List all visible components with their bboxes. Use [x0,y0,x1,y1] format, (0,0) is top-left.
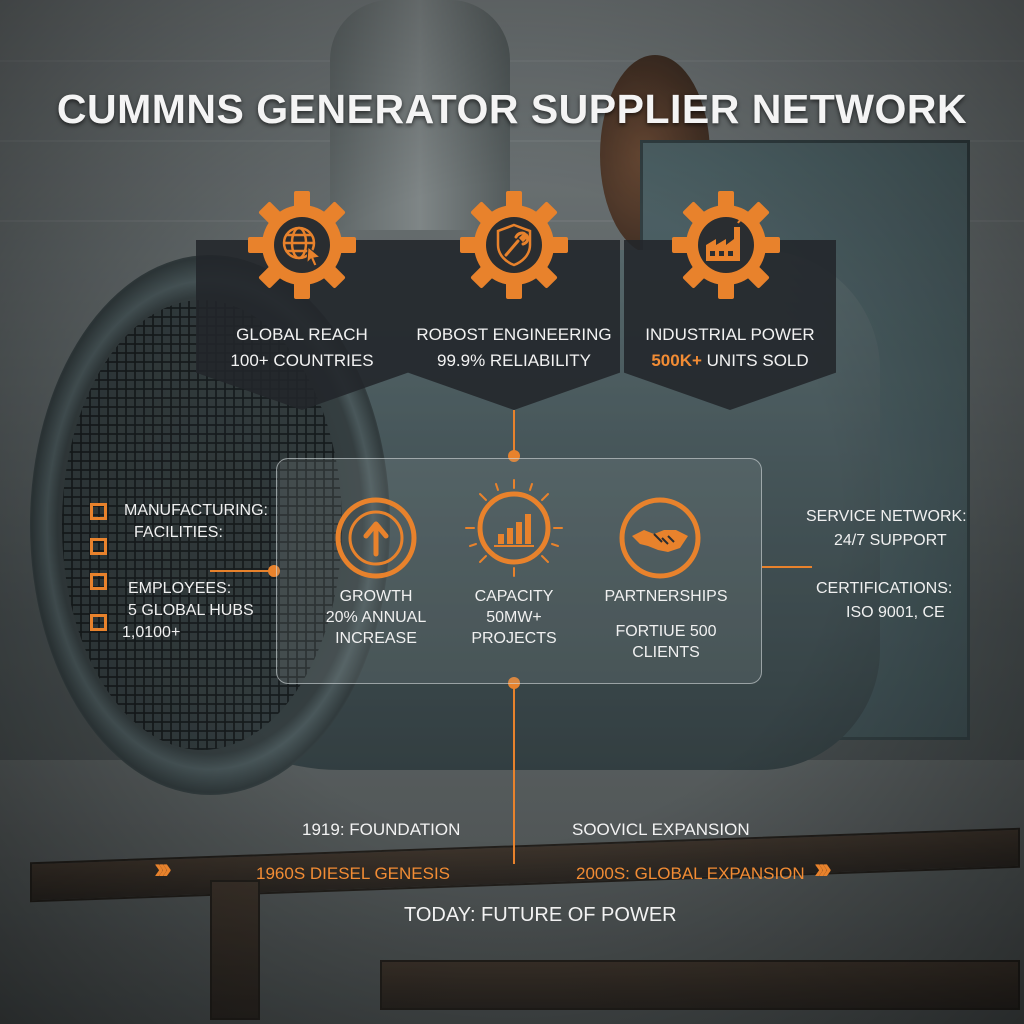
factory-icon [672,191,780,299]
banner-label: INDUSTRIAL POWER [645,325,815,344]
checkbox-icon [90,573,107,590]
page-title: CUMMNS GENERATOR SUPPLIER NETWORK [56,86,968,132]
banner-text: GLOBAL REACH 100+ COUNTRIES [196,322,408,374]
banner-value: 99.9% RELIABILITY [436,351,592,370]
exhaust-pipe [330,0,510,230]
banner-label: ROBOST ENGINEERING [416,325,612,344]
timeline-diesel-genesis: 1960S DIESEL GENESIS [256,864,451,883]
wall-panel-line [0,60,1024,62]
timeline-foundation: 1919: FOUNDATION [302,820,461,839]
partnerships-value: FORTIUE 500 CLIENTS [615,623,717,661]
growth-label: GROWTH [339,588,413,605]
timeline-today: TODAY: FUTURE OF POWER [404,904,677,926]
capacity-label: CAPACITY [474,588,554,605]
connector-dot [268,565,280,577]
employee-count: 1,0100+ [122,624,181,641]
banner-industrial-power: INDUSTRIAL POWER 500K+ UNITS SOLD [624,240,836,410]
connector-line [762,566,812,568]
checkbox-icon [90,503,107,520]
connector-line [513,684,515,864]
capacity-note: PROJECTS [471,630,557,647]
growth-value: 20% ANNUAL [325,609,427,626]
timeline-global-expansion: 2000S: GLOBAL EXPANSION [576,864,805,883]
banner-value: 500K+ UNITS SOLD [624,348,836,374]
certifications-value: ISO 9001, CE [846,604,945,621]
checkbox-icon [90,538,107,555]
partnerships-stat: PARTNERSHIPS FORTIUE 500 CLIENTS [596,586,736,663]
banner-value-rest: UNITS SOLD [706,351,809,370]
globe-cursor-icon [248,191,356,299]
connector-dot [508,450,520,462]
banner-value: 100+ COUNTRIES [230,351,374,370]
banner-value-accent: 500K+ [651,351,702,370]
certifications-label: CERTIFICATIONS: [816,580,953,597]
employees-label: EMPLOYEES: [128,580,232,597]
connector-line [513,410,515,456]
checkbox-icon [90,614,107,631]
banner-label: GLOBAL REACH [236,325,368,344]
service-network-label: SERVICE NETWORK: [806,508,967,525]
timeline-soviet-expansion: SOOVICL EXPANSION [572,820,750,839]
banner-text: ROBOST ENGINEERING 99.9% RELIABILITY [408,322,620,374]
hubs-value: 5 GLOBAL HUBS [128,602,254,619]
skid-rail-left [210,880,260,1020]
manufacturing-label: MANUFACTURING: [124,502,268,519]
capacity-value: 50MW+ [486,609,542,626]
capacity-stat: CAPACITY 50MW+ PROJECTS [454,586,574,649]
skid-rail-bottom [380,960,1020,1010]
handshake-icon [619,497,701,579]
wrench-shield-icon [460,191,568,299]
arrow-up-icon [335,497,417,579]
wall-panel-line [0,140,1024,142]
support-value: 24/7 SUPPORT [834,532,947,549]
partnerships-label: PARTNERSHIPS [604,588,728,605]
facilities-label: FACILITIES: [134,524,223,541]
connector-line [210,570,276,572]
chevron-right-icon: ››› [814,852,832,885]
bar-chart-icon [465,479,563,577]
growth-stat: GROWTH 20% ANNUAL INCREASE [316,586,436,649]
banner-text: INDUSTRIAL POWER 500K+ UNITS SOLD [624,322,836,374]
chevron-right-icon: ››› [154,852,172,885]
growth-note: INCREASE [335,630,417,647]
